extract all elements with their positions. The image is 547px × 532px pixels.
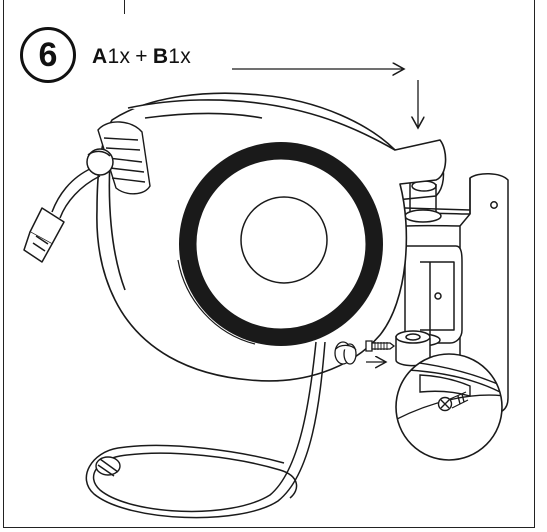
hose-outlet	[51, 148, 114, 219]
step-number-badge: 6	[20, 27, 76, 83]
parts-separator: +	[135, 45, 148, 68]
bracket-collar	[395, 330, 431, 367]
part-b-key: B	[152, 45, 169, 68]
panel-frame	[3, 0, 535, 528]
wall-bracket	[404, 173, 509, 414]
hose-end-fitting	[95, 456, 121, 477]
hose-loop	[85, 341, 326, 519]
housing-grip	[97, 121, 151, 195]
parts-list: A1x+B1x	[92, 45, 191, 69]
part-b-qty: 1x	[168, 45, 192, 68]
step-number: 6	[38, 36, 58, 74]
reel-drum	[177, 142, 383, 346]
part-a-qty: 1x	[107, 45, 131, 68]
mount-direction-arrow	[232, 69, 418, 128]
detail-magnifier	[395, 353, 503, 461]
screw-part-a	[365, 340, 396, 352]
hose-connector	[23, 207, 65, 263]
part-a-key: A	[92, 45, 108, 68]
hose-stopper	[334, 341, 357, 365]
panel-divider-tick	[124, 0, 126, 14]
